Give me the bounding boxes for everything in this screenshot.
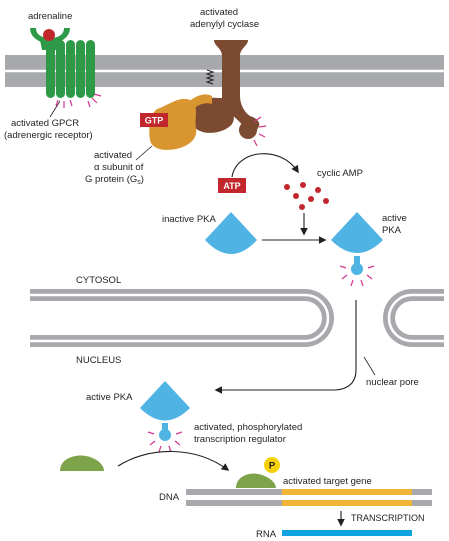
active-pka-bottom-glow (147, 431, 183, 453)
g-alpha-label-line1: activated (94, 150, 132, 161)
g-alpha-label-text: G protein (G (85, 174, 137, 185)
transcription-label: TRANSCRIPTION (351, 513, 425, 523)
regulator-label-line1: activated, phosphorylated (194, 422, 302, 433)
gtp-label: GTP (145, 116, 164, 126)
camp-molecules (284, 182, 329, 210)
atp-tag: ATP (218, 178, 246, 193)
active-pka-top-label-line1: active (382, 213, 407, 224)
g-alpha-label-subscript: s (137, 179, 141, 186)
inactive-pka (205, 212, 257, 254)
nuclear-pore-leader-line (363, 356, 376, 376)
adenylyl-cyclase-glow (253, 116, 267, 147)
g-alpha-subunit (149, 94, 212, 150)
phosphate-badge (264, 457, 280, 473)
gpcr-label-line2: (adrenergic receptor) (4, 130, 93, 141)
camp-molecule (323, 198, 329, 204)
camp-molecule (284, 184, 290, 190)
adenylyl-cyclase (187, 40, 260, 139)
camp-molecule (299, 204, 305, 210)
inactive-pka-label: inactive PKA (162, 214, 217, 225)
adrenaline-molecule (43, 29, 55, 41)
nuclear-pore-label: nuclear pore (366, 377, 419, 388)
adenylyl-cyclase-label-line2: adenylyl cyclase (190, 19, 259, 30)
camp-molecule (300, 182, 306, 188)
gpcr-receptor (30, 28, 95, 98)
dna-label: DNA (159, 492, 180, 503)
gtp-tag: GTP (140, 113, 168, 127)
camp-molecule (315, 187, 321, 193)
active-pka-top-label-line2: PKA (382, 225, 402, 236)
camp-label: cyclic AMP (317, 168, 363, 179)
g-alpha-leader-line (135, 145, 153, 161)
phosphate-label: P (269, 461, 276, 472)
atp-to-camp-arrow (231, 153, 299, 178)
gpcr-leader-line (49, 100, 61, 118)
g-alpha-label-line3: G protein (Gs) (85, 174, 144, 186)
adrenaline-label: adrenaline (28, 11, 72, 22)
active-pka-top (331, 212, 383, 275)
regulator-label-line2: transcription regulator (194, 434, 286, 445)
active-pka-bottom (140, 381, 190, 441)
gpcr-activation-glow (55, 93, 102, 108)
camp-molecule (293, 193, 299, 199)
target-gene-label: activated target gene (283, 476, 372, 487)
membrane-anchor-spring (205, 69, 215, 85)
rna-strand (282, 530, 412, 536)
active-pka-top-glow (339, 265, 375, 287)
nucleus-label: NUCLEUS (76, 355, 121, 366)
dna-strands (186, 489, 432, 506)
gpcr-label-line1: activated GPCR (11, 118, 79, 129)
camp-molecule (308, 196, 314, 202)
adenylyl-cyclase-label-line1: activated (200, 7, 238, 18)
g-alpha-label-line2: α subunit of (94, 162, 144, 173)
nuclear-envelope (30, 289, 444, 347)
cytosol-label: CYTOSOL (76, 275, 121, 286)
atp-label: ATP (223, 181, 240, 191)
regulator-activation-arrow (117, 450, 230, 471)
rna-label: RNA (256, 529, 277, 540)
pka-nuclear-entry-arrow (214, 300, 357, 394)
g-alpha-label-close: ) (141, 174, 144, 185)
phosphorylated-transcription-regulator (236, 473, 276, 488)
active-pka-bottom-label: active PKA (86, 392, 133, 403)
inactive-transcription-regulator (60, 455, 104, 471)
